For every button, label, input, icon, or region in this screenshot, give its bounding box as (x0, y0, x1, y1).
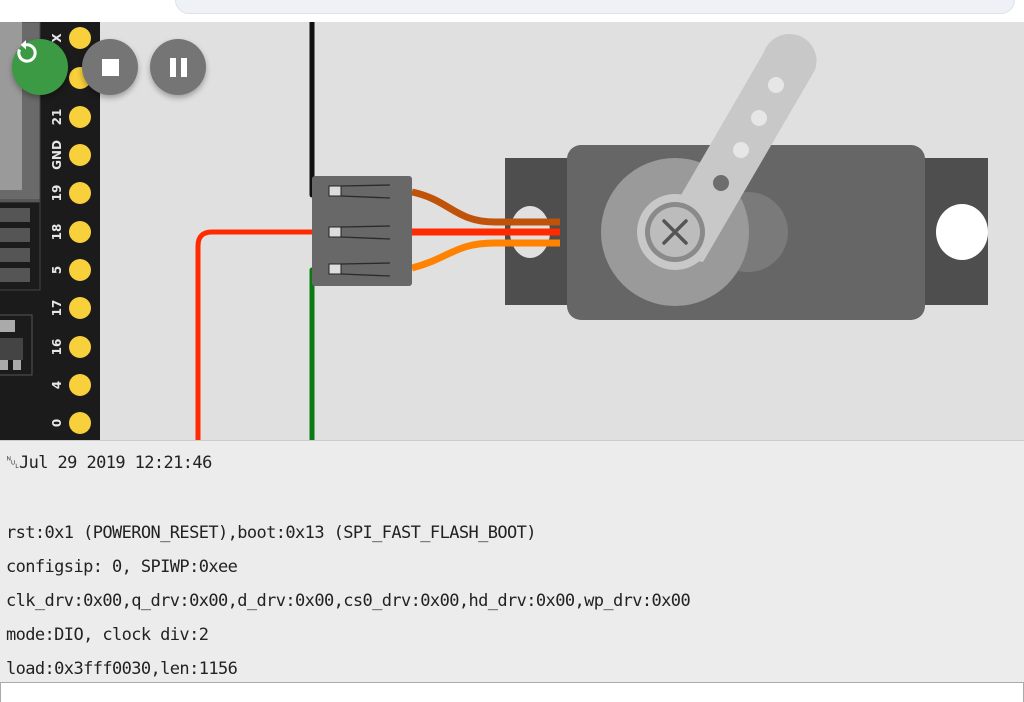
browser-top-bar (0, 0, 1024, 22)
serial-line: clk_drv:0x00,q_drv:0x00,d_drv:0x00,cs0_d… (6, 591, 691, 611)
board-pin[interactable] (69, 259, 91, 281)
board-pin[interactable] (69, 106, 91, 128)
servo-motor[interactable] (411, 33, 988, 320)
board-pin[interactable] (69, 374, 91, 396)
pin-label: 21 (50, 109, 64, 126)
pause-button[interactable] (150, 39, 206, 95)
serial-input[interactable] (0, 682, 1024, 702)
board-pin[interactable] (69, 297, 91, 319)
pin-label: GND (50, 140, 64, 170)
pin-label: 5 (50, 266, 64, 274)
pin-label: 4 (50, 381, 64, 389)
serial-line: load:0x3fff0030,len:1156 (6, 659, 238, 679)
board-pin[interactable] (69, 144, 91, 166)
serial-monitor: ␀Jul 29 2019 12:21:46 rst:0x1 (POWERON_R… (0, 440, 1024, 682)
restart-icon (17, 40, 37, 63)
pin-label: 18 (50, 224, 64, 241)
board-pin[interactable] (69, 336, 91, 358)
stop-icon (101, 58, 119, 76)
pause-icon (169, 57, 187, 77)
vcc-wire (195, 229, 312, 440)
screw-icon (662, 219, 688, 245)
stop-button[interactable] (82, 39, 138, 95)
address-bar[interactable] (175, 0, 1015, 14)
pin-label: 19 (50, 185, 64, 202)
pin-label: 0 (50, 419, 64, 427)
serial-line: ␀Jul 29 2019 12:21:46 (6, 453, 212, 473)
board-pin[interactable] (69, 221, 91, 243)
serial-line: rst:0x1 (POWERON_RESET),boot:0x13 (SPI_F… (6, 523, 537, 543)
serial-line: configsip: 0, SPIWP:0xee (6, 557, 238, 577)
board-pin[interactable] (69, 182, 91, 204)
pin-label: X (50, 33, 64, 43)
pin-label: 16 (50, 339, 64, 356)
board-pin[interactable] (69, 27, 91, 49)
servo-connector (312, 176, 412, 286)
restart-button[interactable] (12, 39, 68, 95)
pin-label: 17 (50, 300, 64, 317)
serial-line: mode:DIO, clock div:2 (6, 625, 209, 645)
board-pin[interactable] (69, 412, 91, 434)
